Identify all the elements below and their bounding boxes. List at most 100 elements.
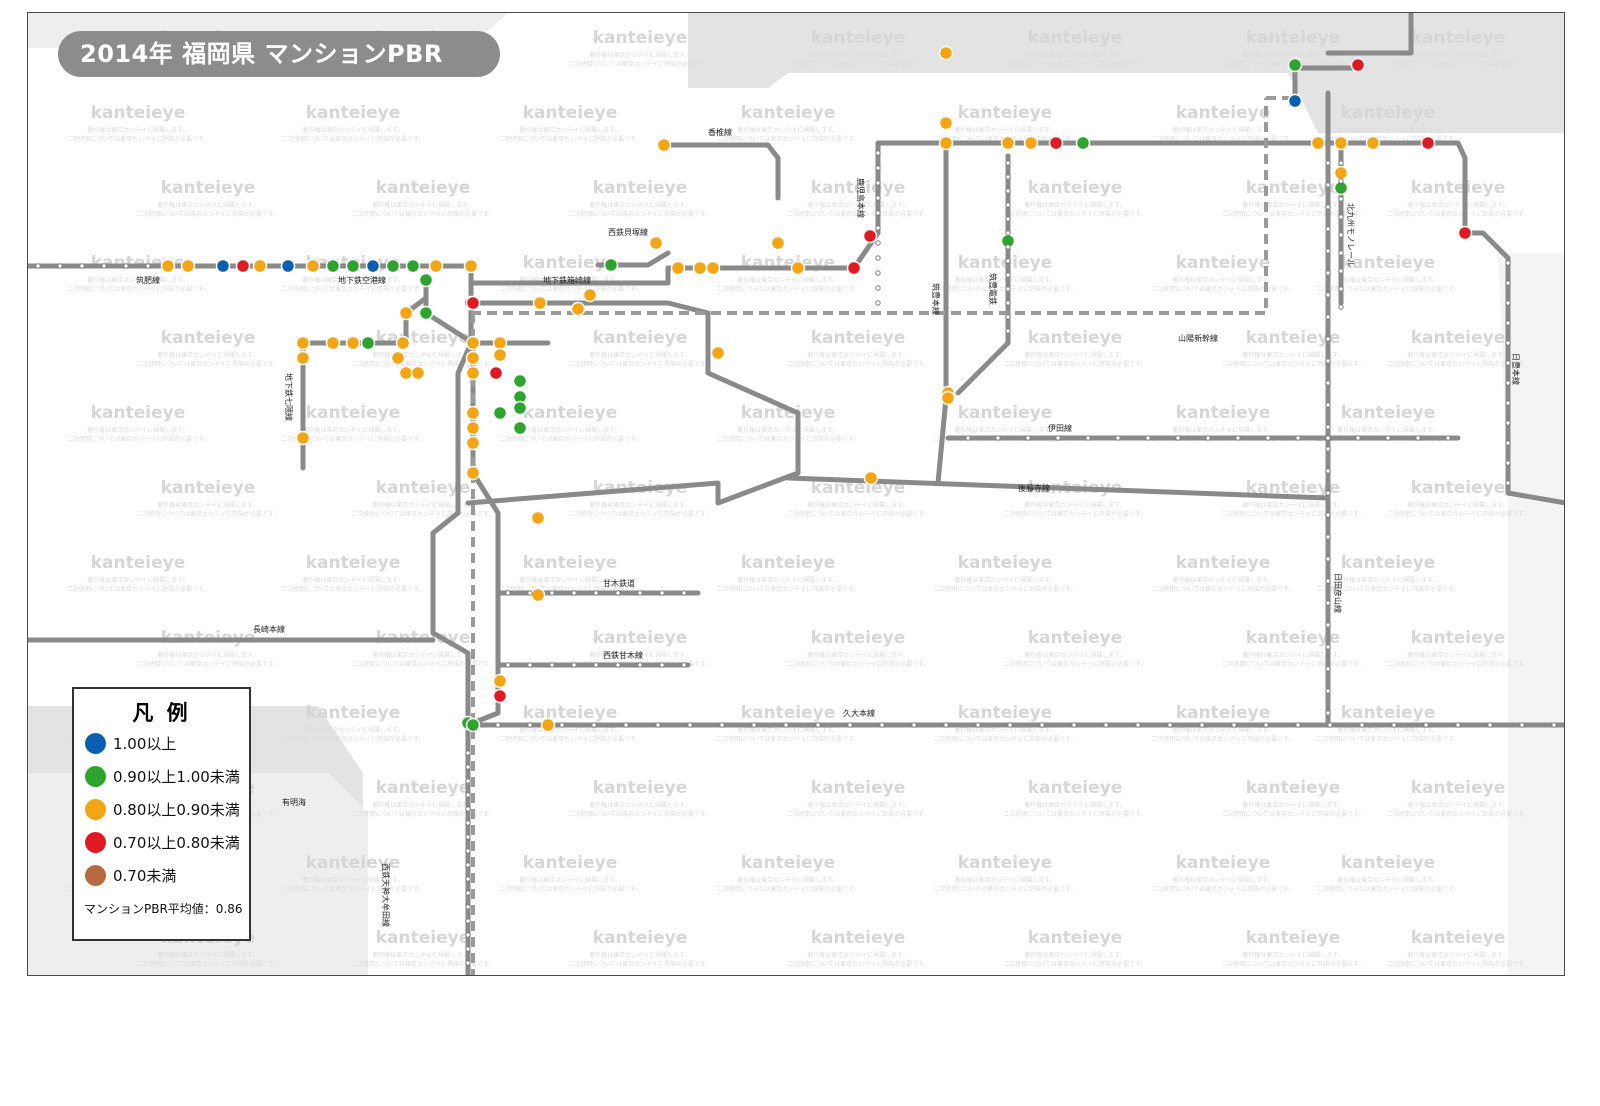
minor-station	[1005, 188, 1011, 194]
watermark-notice: 著作権は東京カンテイに帰属します。	[737, 876, 838, 884]
watermark-notice: 著作権は東京カンテイに帰属します。	[954, 276, 1055, 284]
watermark-brand: kanteieye	[376, 928, 471, 948]
watermark-brand: kanteieye	[741, 403, 836, 423]
watermark-notice: 著作権は東京カンテイに帰属します。	[1337, 126, 1438, 134]
station-marker	[465, 350, 481, 366]
watermark-notice: 著作権は東京カンテイに帰属します。	[807, 651, 908, 659]
minor-station	[1007, 722, 1013, 728]
watermark-brand: kanteieye	[306, 403, 401, 423]
watermark-notice: 著作権は東京カンテイに帰属します。	[1024, 951, 1125, 959]
watermark-notice: 二次使用については東京カンテイに許諾が必要です。	[786, 810, 929, 818]
minor-station	[465, 862, 471, 868]
minor-station	[659, 590, 665, 596]
minor-station	[1265, 435, 1271, 441]
minor-station	[875, 225, 881, 231]
watermark-notice: 著作権は東京カンテイに帰属します。	[157, 651, 258, 659]
watermark-notice: 二次使用については東京カンテイに許諾が必要です。	[351, 960, 494, 968]
watermark-notice: 著作権は東京カンテイに帰属します。	[589, 951, 690, 959]
line-label: 北九州モノレール	[1346, 203, 1355, 267]
minor-station	[875, 300, 881, 306]
legend-dot-orange	[85, 799, 106, 820]
station-marker	[398, 305, 414, 321]
legend-label: 0.90以上1.00未満	[113, 768, 240, 786]
minor-station	[465, 778, 471, 784]
watermark-notice: 著作権は東京カンテイに帰属します。	[1024, 201, 1125, 209]
watermark-notice: 二次使用については東京カンテイに許諾が必要です。	[1221, 360, 1364, 368]
watermark-brand: kanteieye	[1341, 553, 1436, 573]
station-marker	[1333, 135, 1349, 151]
station-marker	[670, 260, 686, 276]
watermark-notice: 二次使用については東京カンテイに許諾が必要です。	[1003, 960, 1146, 968]
watermark-notice: 著作権は東京カンテイに帰属します。	[1337, 426, 1438, 434]
station-marker	[345, 335, 361, 351]
minor-station	[1359, 722, 1365, 728]
minor-station	[1338, 178, 1344, 184]
minor-station	[1325, 446, 1331, 452]
minor-station	[1338, 196, 1344, 202]
watermark-brand: kanteieye	[1341, 703, 1436, 723]
watermark-notice: 二次使用については東京カンテイに許諾が必要です。	[1221, 510, 1364, 518]
watermark-notice: 二次使用については東京カンテイに許諾が必要です。	[281, 735, 424, 743]
minor-station	[1505, 340, 1511, 346]
legend-dot-green	[85, 766, 106, 787]
watermark-notice: 二次使用については東京カンテイに許諾が必要です。	[568, 960, 711, 968]
station-marker	[418, 305, 434, 321]
minor-station	[1325, 622, 1331, 628]
watermark-brand: kanteieye	[1246, 178, 1341, 198]
minor-station	[623, 722, 629, 728]
station-marker	[280, 258, 296, 274]
legend-row-5: 0.70未満	[85, 859, 249, 892]
watermark-notice: 著作権は東京カンテイに帰属します。	[1407, 51, 1508, 59]
watermark-notice: 二次使用については東京カンテイに許諾が必要です。	[66, 435, 209, 443]
watermark-notice: 二次使用については東京カンテイに許諾が必要です。	[1003, 360, 1146, 368]
watermark-brand: kanteieye	[958, 253, 1053, 273]
watermark-notice: 二次使用については東京カンテイに許諾が必要です。	[568, 810, 711, 818]
watermark-notice: 二次使用については東京カンテイに許諾が必要です。	[136, 360, 279, 368]
watermark-notice: 著作権は東京カンテイに帰属します。	[519, 126, 620, 134]
minor-station	[1005, 244, 1011, 250]
minor-station	[1325, 248, 1331, 254]
watermark-notice: 著作権は東京カンテイに帰属します。	[1242, 651, 1343, 659]
watermark-notice: 著作権は東京カンテイに帰属します。	[1024, 801, 1125, 809]
legend-label: 0.70以上0.80未満	[113, 834, 240, 852]
watermark-brand: kanteieye	[958, 403, 1053, 423]
station-marker	[390, 350, 406, 366]
watermark-brand: kanteieye	[91, 103, 186, 123]
watermark-notice: 二次使用については東京カンテイに許諾が必要です。	[933, 585, 1076, 593]
station-marker	[863, 470, 879, 486]
minor-station	[1338, 232, 1344, 238]
line-label: 西鉄貝塚線	[608, 227, 648, 237]
minor-station	[1325, 204, 1331, 210]
minor-station-layer	[35, 150, 1557, 966]
station-marker	[465, 335, 481, 351]
watermark-notice: 著作権は東京カンテイに帰属します。	[519, 576, 620, 584]
station-marker	[325, 258, 341, 274]
watermark-notice: 二次使用については東京カンテイに許諾が必要です。	[136, 210, 279, 218]
minor-station	[1115, 435, 1121, 441]
minor-station	[527, 662, 533, 668]
minor-station	[1325, 644, 1331, 650]
minor-station	[1415, 435, 1421, 441]
minor-station	[1338, 304, 1344, 310]
station-marker	[862, 228, 878, 244]
station-marker	[385, 258, 401, 274]
watermark-notice: 二次使用については東京カンテイに許諾が必要です。	[498, 135, 641, 143]
watermark-notice: 二次使用については東京カンテイに許諾が必要です。	[1151, 735, 1294, 743]
watermark-brand: kanteieye	[376, 778, 471, 798]
station-marker	[1000, 135, 1016, 151]
watermark-brand: kanteieye	[1028, 178, 1123, 198]
watermark-notice: 著作権は東京カンテイに帰属します。	[372, 801, 473, 809]
station-marker	[1365, 135, 1381, 151]
watermark-brand: kanteieye	[523, 553, 618, 573]
watermark-notice: 著作権は東京カンテイに帰属します。	[954, 576, 1055, 584]
watermark-notice: 著作権は東京カンテイに帰属します。	[1407, 951, 1508, 959]
watermark-notice: 二次使用については東京カンテイに許諾が必要です。	[1221, 960, 1364, 968]
minor-station	[965, 435, 971, 441]
watermark-brand: kanteieye	[1176, 403, 1271, 423]
minor-station	[465, 750, 471, 756]
minor-station	[943, 722, 949, 728]
watermark-brand: kanteieye	[811, 928, 906, 948]
watermark-notice: 著作権は東京カンテイに帰属します。	[807, 351, 908, 359]
watermark-brand: kanteieye	[593, 178, 688, 198]
minor-station	[1145, 435, 1151, 441]
